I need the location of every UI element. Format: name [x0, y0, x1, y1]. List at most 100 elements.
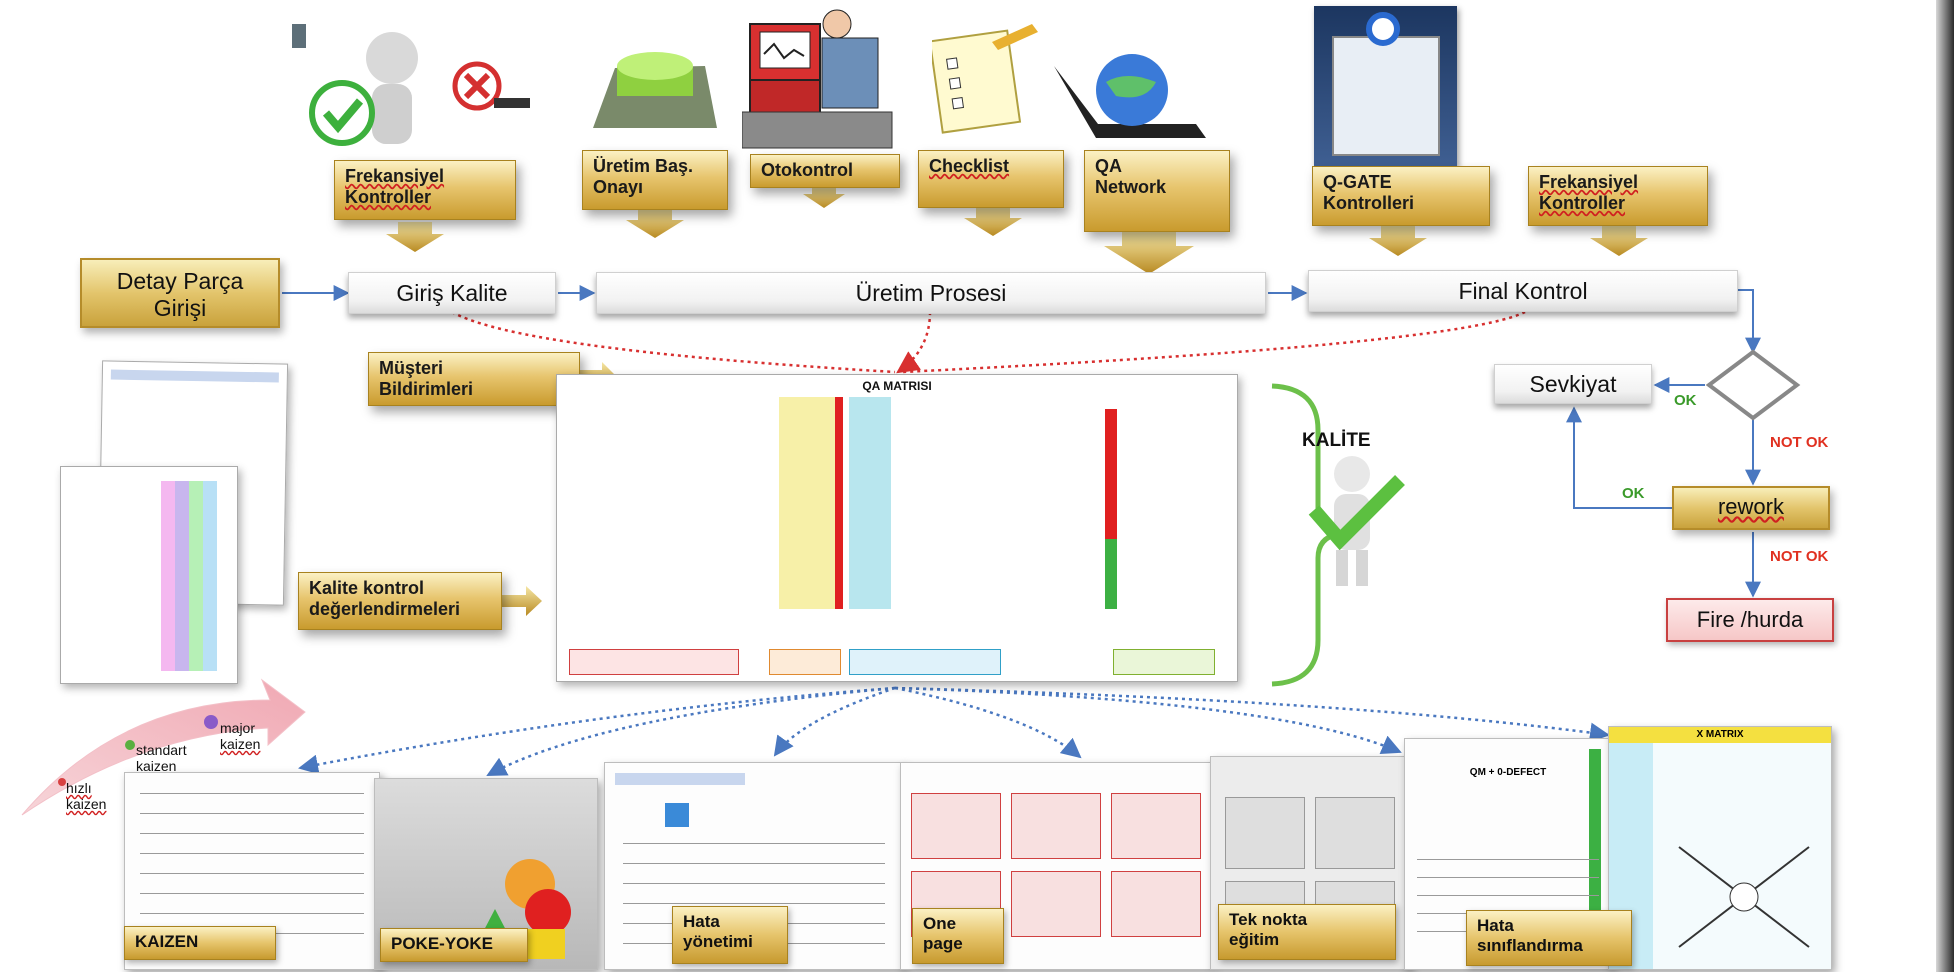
- detay-parca-girisi-box: Detay Parça Girişi: [80, 258, 280, 328]
- ok-label-2: OK: [1622, 485, 1645, 502]
- fire-hurda-box: Fire /hurda: [1666, 598, 1834, 642]
- arrow-rework-sevkiyat: [1566, 406, 1672, 509]
- dotted-uretim-qa: [896, 311, 932, 374]
- otokontrol-box: Otokontrol: [750, 154, 900, 188]
- operator-head-icon: [822, 9, 852, 39]
- frekansiyel-kontroller-box-2: Frekansiyel Kontroller: [1528, 166, 1708, 226]
- sevkiyat-box: Sevkiyat: [1494, 364, 1652, 404]
- standart-kaizen-label: standart kaizen: [136, 742, 187, 774]
- decision-diamond: [1705, 349, 1801, 421]
- major-line2: kaizen: [220, 736, 261, 752]
- uretim-prosesi-box: Üretim Prosesi: [596, 272, 1266, 314]
- kalite-kontrol-degerlendirme-box: Kalite kontrol değerlendirmeleri: [298, 572, 502, 630]
- musteri-line1: Müşteri: [379, 358, 444, 378]
- qgate-kontrolleri-box: Q-GATE Kontrolleri: [1312, 166, 1490, 226]
- green-button-illustration: [593, 52, 717, 128]
- dotted-qa-onepage: [894, 686, 1082, 759]
- qgate-line1: Q-GATE: [1323, 172, 1392, 192]
- dotted-final-qa: [901, 310, 1526, 374]
- pencil-icon: [992, 24, 1038, 50]
- down-arrow-4: [964, 206, 1022, 236]
- final-kontrol-box: Final Kontrol: [1308, 270, 1738, 312]
- down-arrow-2: [626, 208, 684, 238]
- final-kontrol-label: Final Kontrol: [1458, 277, 1588, 304]
- bolt-icon: [292, 24, 306, 48]
- kalite-kontrol-line1: Kalite kontrol: [309, 578, 425, 598]
- hata-yonetimi-line1: Hata: [683, 912, 720, 931]
- check-mark-icon: [322, 98, 364, 134]
- kalite-person-illustration: [1308, 456, 1405, 586]
- check-circle-icon: [309, 80, 375, 146]
- one-page-label-box: One page: [912, 908, 1004, 964]
- hata-sinif-line1: Hata: [1477, 916, 1514, 935]
- on-button-icon: [617, 52, 693, 80]
- machine-base-icon: [742, 111, 893, 149]
- standart-line2: kaizen: [136, 758, 177, 774]
- figure-check-illustration: [292, 24, 530, 146]
- kaizen-label-box: KAIZEN: [124, 926, 276, 960]
- hizli-line1: hızlı: [66, 780, 92, 796]
- uretim-onay-line1: Üretim Baş.: [593, 156, 694, 176]
- fire-hurda-label: Fire /hurda: [1696, 607, 1804, 632]
- detay-line2: Girişi: [153, 295, 207, 321]
- hata-sinif-label-box: Hata sınıflandırma: [1466, 910, 1632, 966]
- qa-network-line2: Network: [1095, 177, 1167, 197]
- kalite-kontrol-arrow: [500, 586, 542, 616]
- frekansiyel1-line2: Kontroller: [345, 187, 432, 207]
- hizli-line2: kaizen: [66, 796, 107, 812]
- kaizen-dot-standart: [125, 740, 135, 750]
- kalite-kontrol-line2: değerlendirmeleri: [309, 599, 461, 619]
- checklist-box: Checklist: [918, 150, 1064, 208]
- x-mark-icon: [463, 72, 491, 100]
- hata-yonetimi-label-box: Hata yönetimi: [672, 906, 788, 964]
- giris-kalite-box: Giriş Kalite: [348, 272, 556, 314]
- operator-machine-illustration: [742, 9, 893, 149]
- kaizen-dot-major: [204, 715, 218, 729]
- dotted-qa-xmatrix: [894, 686, 1610, 743]
- poke-yoke-label-box: POKE-YOKE: [380, 928, 528, 962]
- kalite-label: KALİTE: [1302, 430, 1371, 451]
- hata-yonetimi-line2: yönetimi: [683, 932, 753, 951]
- qgate-logo-icon: [1366, 12, 1400, 46]
- rework-box: rework: [1672, 486, 1830, 530]
- qa-matrisi-title: QA MATRISI: [862, 379, 932, 393]
- operator-body-icon: [821, 37, 879, 109]
- uretim-prosesi-label: Üretim Prosesi: [855, 279, 1007, 306]
- frekansiyel1-line1: Frekansiyel: [345, 166, 445, 186]
- down-arrow-5: [1104, 232, 1194, 274]
- one-page-line2: page: [923, 934, 963, 953]
- tool-icon: [494, 98, 530, 108]
- tek-nokta-line1: Tek nokta: [1229, 910, 1308, 929]
- uretim-onay-line2: Onayı: [593, 177, 644, 197]
- major-line1: major: [220, 720, 256, 736]
- tek-nokta-line2: eğitim: [1229, 930, 1280, 949]
- x-matrix-title: X MATRIX: [1609, 727, 1831, 743]
- kaizen-curved-arrow: [21, 678, 306, 816]
- frekansiyel2-line1: Frekansiyel: [1539, 172, 1639, 192]
- down-arrow-7: [1590, 226, 1648, 256]
- person-head-icon: [366, 32, 418, 84]
- qa-network-line1: QA: [1095, 156, 1122, 176]
- down-arrow-1: [386, 222, 444, 252]
- musteri-line2: Bildirimleri: [379, 379, 474, 399]
- person-body-icon: [372, 84, 412, 144]
- rework-label: rework: [1717, 494, 1784, 519]
- clipboard-icon: [932, 29, 1022, 134]
- down-arrow-6: [1369, 226, 1427, 256]
- checklist-label: Checklist: [929, 156, 1010, 176]
- down-arrow-3: [803, 186, 845, 208]
- hata-sinif-line2: sınıflandırma: [1477, 936, 1583, 955]
- major-kaizen-label: major kaizen: [220, 720, 260, 752]
- qa-network-box: QA Network: [1084, 150, 1230, 232]
- giris-kalite-label: Giriş Kalite: [396, 279, 508, 306]
- kalite-head-icon: [1334, 456, 1370, 492]
- ok-label-1: OK: [1674, 392, 1697, 409]
- frekansiyel2-line2: Kontroller: [1539, 193, 1626, 213]
- x-matrix-thumb: X MATRIX: [1608, 726, 1832, 970]
- detay-line1: Detay Parça: [116, 268, 244, 294]
- kaizen-label: KAIZEN: [135, 932, 199, 951]
- hizli-kaizen-label: hızlı kaizen: [66, 780, 106, 812]
- not-ok-label-2: NOT OK: [1770, 548, 1829, 565]
- dotted-qa-hata: [773, 686, 896, 757]
